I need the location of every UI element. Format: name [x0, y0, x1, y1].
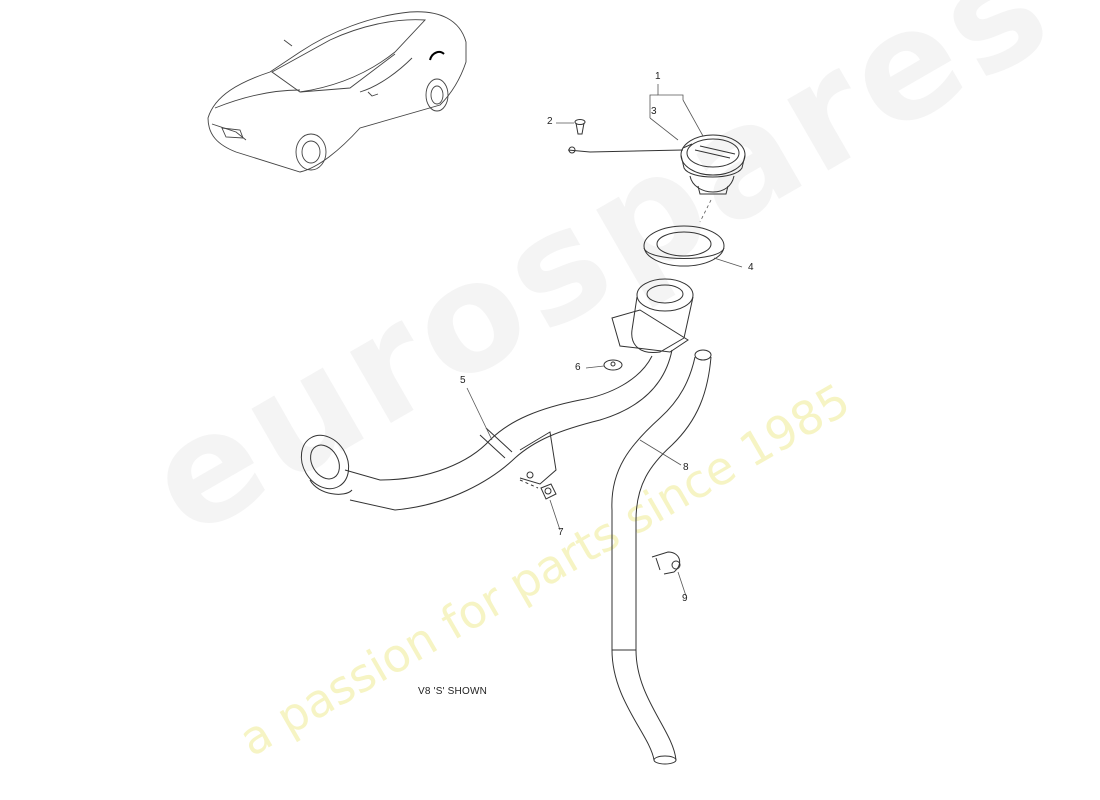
callout-6: 6: [575, 362, 581, 373]
part-9-clip: [651, 551, 681, 575]
part-6-washer: [603, 359, 623, 371]
callout-5: 5: [460, 375, 466, 386]
part-1-fuel-cap: [680, 134, 746, 195]
part-3-tether: [567, 143, 693, 154]
callout-2: 2: [547, 116, 553, 127]
part-5-filler-pipe: [300, 349, 673, 511]
part-2-screw: [574, 119, 586, 135]
part-8-breather-hose: [611, 349, 712, 765]
filler-neck: [611, 278, 694, 354]
car-illustration: [207, 11, 467, 173]
part-4-gasket: [643, 225, 725, 267]
callout-1: 1: [655, 71, 661, 82]
callout-7: 7: [558, 527, 564, 538]
callout-8: 8: [683, 462, 689, 473]
callout-4: 4: [748, 262, 754, 273]
model-note: V8 'S' SHOWN: [418, 686, 488, 697]
callout-9: 9: [682, 593, 688, 604]
leader-lines: [466, 84, 743, 597]
part-7-bolt: [519, 479, 557, 500]
callout-3: 3: [651, 106, 657, 117]
